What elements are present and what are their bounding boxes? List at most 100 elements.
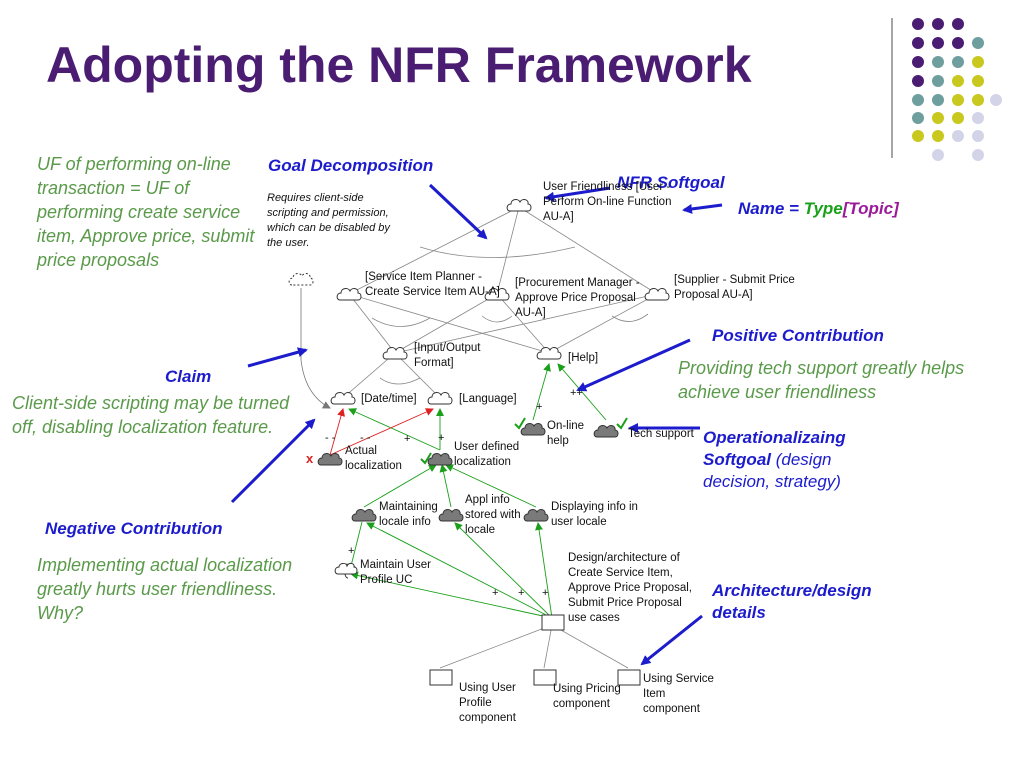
node-user-friendliness: User Friendliness [User - Perform On-lin… bbox=[543, 181, 672, 223]
edge-ud-date bbox=[348, 408, 441, 451]
dot bbox=[952, 56, 964, 68]
dot bbox=[972, 149, 984, 161]
node-procurement-manager: [Procurement Manager - Approve Price Pro… bbox=[515, 277, 640, 319]
edge bbox=[543, 624, 553, 669]
check-icon bbox=[420, 452, 432, 465]
edge-mup-maint bbox=[350, 521, 363, 567]
dot bbox=[912, 56, 924, 68]
node-service-item-planner: [Service Item Planner - Create Service I… bbox=[365, 271, 500, 298]
edge-actual-lang bbox=[329, 408, 434, 456]
design-arch-box bbox=[541, 614, 565, 631]
decorative-dot-grid bbox=[891, 18, 1002, 161]
node-actual-localization: Actual localization bbox=[345, 445, 402, 472]
node-supplier: [Supplier - Submit Price Proposal AU-A] bbox=[674, 274, 795, 301]
nfr-softgoal-label: NFR Softgoal bbox=[617, 173, 725, 192]
and-arc bbox=[481, 315, 513, 323]
dot bbox=[932, 37, 944, 49]
negative-contribution-label: Negative Contribution bbox=[45, 519, 223, 538]
edge bbox=[348, 293, 396, 354]
pricing-component-box bbox=[533, 669, 557, 686]
claim-softgoal bbox=[288, 273, 314, 286]
dot bbox=[972, 37, 984, 49]
sign-plus: + bbox=[518, 587, 525, 599]
goal-decomposition-desc: Requires client-side scripting and permi… bbox=[267, 192, 390, 249]
node-maintain-user-profile: Maintain User Profile UC bbox=[360, 559, 431, 586]
node-date-time: [Date/time] bbox=[361, 393, 417, 405]
edge bbox=[348, 293, 550, 354]
dot bbox=[912, 18, 924, 30]
arrow-architecture bbox=[640, 614, 703, 666]
dot bbox=[972, 112, 984, 124]
op-softgoal-maintaining-locale bbox=[351, 509, 377, 522]
negative-contribution-desc: Implementing actual localization greatly… bbox=[37, 555, 293, 623]
edge bbox=[496, 293, 550, 354]
node-help: [Help] bbox=[568, 352, 599, 364]
name-type: Type bbox=[803, 199, 843, 218]
edge-tech-help bbox=[557, 363, 607, 421]
dot bbox=[932, 56, 944, 68]
dot bbox=[912, 112, 924, 124]
dot bbox=[952, 75, 964, 87]
softgoal-user-friendliness bbox=[506, 199, 532, 212]
node-maintaining-locale: Maintaining locale info bbox=[379, 501, 438, 528]
sign-minus-minus: - - bbox=[325, 432, 336, 444]
arrow-negative-contribution bbox=[230, 418, 316, 504]
sign-plus: + bbox=[348, 545, 355, 557]
node-design-architecture: Design/architecture of Create Service It… bbox=[568, 552, 693, 624]
annotation-arrows bbox=[230, 183, 723, 666]
dot bbox=[932, 149, 944, 161]
edge-actual-date bbox=[329, 408, 345, 456]
claim-label: Claim bbox=[165, 367, 212, 386]
dot bbox=[912, 37, 924, 49]
operationalizing-rest: (design decision, strategy) bbox=[703, 450, 841, 491]
name-eq: Name = bbox=[738, 199, 804, 218]
edge bbox=[496, 206, 520, 295]
name-topic: [Topic] bbox=[842, 199, 899, 218]
sign-plus-plus: ++ bbox=[570, 387, 583, 399]
check-icon bbox=[616, 417, 628, 430]
arrow-positive-contribution bbox=[576, 338, 691, 392]
name-type-topic-label: Name = Type[Topic] bbox=[738, 198, 899, 220]
dot bbox=[972, 94, 984, 106]
and-arc bbox=[611, 313, 649, 322]
softgoal-service-item-planner bbox=[336, 288, 362, 301]
edge bbox=[439, 624, 553, 669]
sign-minus-minus: - - bbox=[360, 432, 371, 444]
edge bbox=[518, 206, 658, 295]
op-softgoal-online-help bbox=[520, 423, 546, 436]
softgoal-maintain-user-profile bbox=[334, 563, 358, 575]
node-appl-info: Appl info stored with locale bbox=[465, 494, 521, 536]
node-tech-support: Tech support bbox=[628, 428, 694, 440]
and-arc bbox=[419, 246, 576, 258]
operationalizing-bold: Operationalizaing Softgoal bbox=[703, 428, 846, 469]
dot bbox=[952, 94, 964, 106]
edge bbox=[551, 624, 629, 669]
edge-design-appl bbox=[454, 522, 553, 619]
op-softgoal-user-defined bbox=[427, 453, 453, 466]
dot bbox=[990, 94, 1002, 106]
dot bbox=[952, 130, 964, 142]
op-softgoal-actual-localization bbox=[317, 453, 343, 466]
dot bbox=[932, 75, 944, 87]
claim-edge bbox=[300, 288, 331, 409]
sign-plus: + bbox=[492, 587, 499, 599]
arrow-claim bbox=[247, 347, 308, 368]
edge-maint-ud bbox=[363, 464, 437, 508]
edge-appl-ud bbox=[439, 464, 452, 508]
dot bbox=[932, 18, 944, 30]
arrow-goal-decomposition bbox=[428, 183, 488, 240]
and-arc bbox=[371, 317, 431, 327]
dot bbox=[932, 94, 944, 106]
sign-plus: + bbox=[438, 432, 445, 444]
operationalizing-softgoal-label: Operationalizaing Softgoal (design decis… bbox=[703, 427, 883, 493]
edge-design-disp bbox=[535, 522, 553, 619]
edge-design-maint bbox=[366, 522, 553, 619]
node-using-pricing: Using Pricing component bbox=[553, 683, 621, 710]
uf-definition-note: UF of performing on-line transaction = U… bbox=[37, 154, 255, 270]
sign-plus: + bbox=[536, 401, 543, 413]
architecture-design-label: Architecture/design details bbox=[712, 581, 872, 622]
denied-x-mark: x bbox=[306, 451, 314, 466]
edge bbox=[394, 293, 498, 354]
goal-decomposition-label: Goal Decomposition bbox=[268, 156, 434, 175]
